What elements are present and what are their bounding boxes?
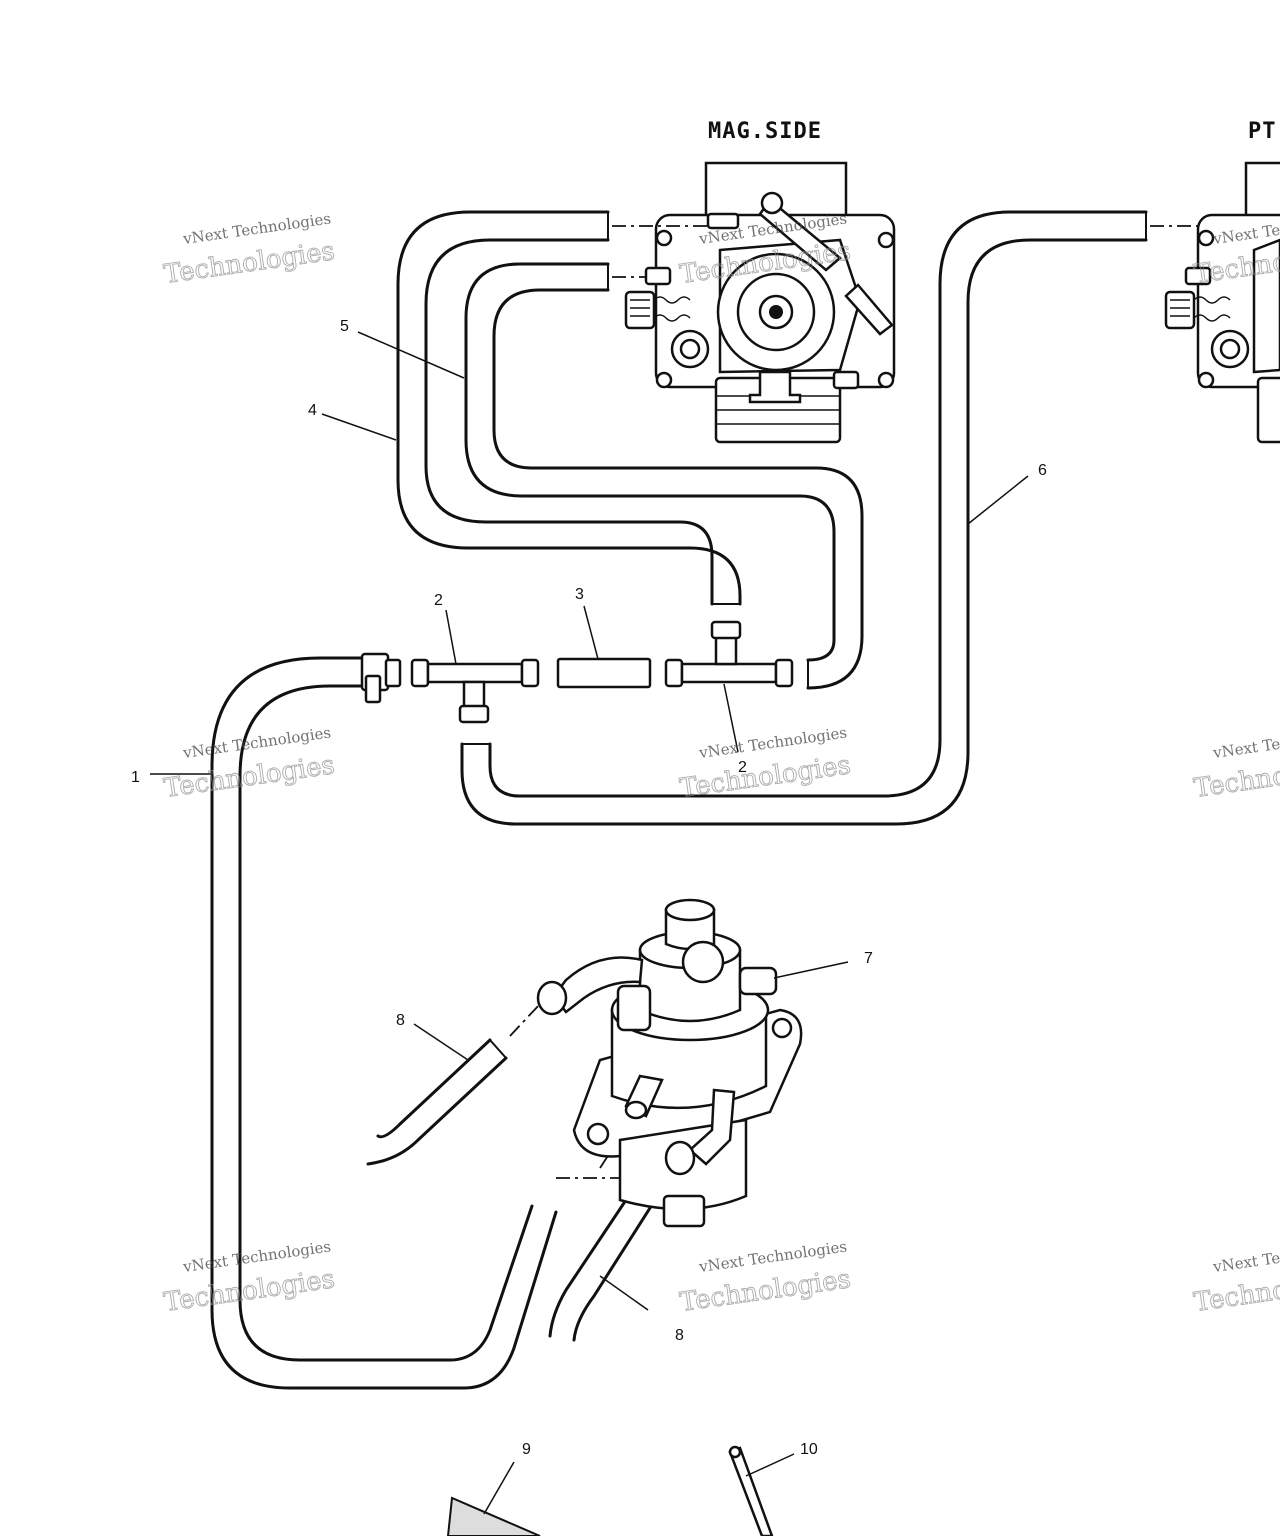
fuel-pump — [536, 898, 803, 1228]
hose-clamp — [360, 652, 402, 704]
carburetor-pto — [1164, 161, 1280, 444]
hose-6 — [460, 210, 1148, 826]
callout-3: 3 — [575, 586, 584, 603]
watermark-8: vNext Technologies Technologies — [678, 1237, 853, 1318]
callout-8-upper: 8 — [396, 1012, 405, 1029]
t-fitting-left — [410, 658, 540, 724]
hose-8-upper — [366, 1038, 508, 1166]
callout-4: 4 — [308, 402, 317, 419]
watermark-9: vNext Technologies Technologies — [1192, 1237, 1280, 1318]
watermark-5: vNext Technologies Technologies — [678, 723, 853, 804]
align-line-pump-top — [509, 1003, 541, 1037]
part-10 — [728, 1445, 774, 1536]
watermark-1: vNext Technologies Technologies — [162, 209, 337, 290]
callout-2-left: 2 — [434, 592, 443, 609]
part-9 — [446, 1496, 541, 1536]
callout-5: 5 — [340, 318, 349, 335]
watermark-text: vNext Technologies — [1211, 1237, 1280, 1276]
watermark-4: vNext Technologies Technologies — [162, 723, 337, 804]
callout-10: 10 — [800, 1441, 818, 1458]
callout-2-right: 2 — [738, 759, 747, 776]
mag-side-title: MAG.SIDE — [708, 119, 822, 144]
callout-1: 1 — [131, 769, 140, 786]
carburetor-mag — [624, 161, 896, 444]
t-fitting-right — [664, 620, 794, 688]
leader-lines — [150, 331, 1029, 1515]
pto-side-title: PT — [1248, 119, 1277, 144]
watermark-text: vNext Technologies — [1211, 723, 1280, 762]
callout-6: 6 — [1038, 462, 1047, 479]
hose-5 — [464, 262, 864, 690]
callout-9: 9 — [522, 1441, 531, 1458]
hose-4 — [396, 210, 742, 606]
watermark-6: vNext Technologies Technologies — [1192, 723, 1280, 804]
sleeve-3 — [556, 657, 652, 689]
watermark-7: vNext Technologies Technologies — [162, 1237, 337, 1318]
callout-7: 7 — [864, 950, 873, 967]
callout-8-lower: 8 — [675, 1327, 684, 1344]
hose-1 — [210, 656, 558, 1390]
